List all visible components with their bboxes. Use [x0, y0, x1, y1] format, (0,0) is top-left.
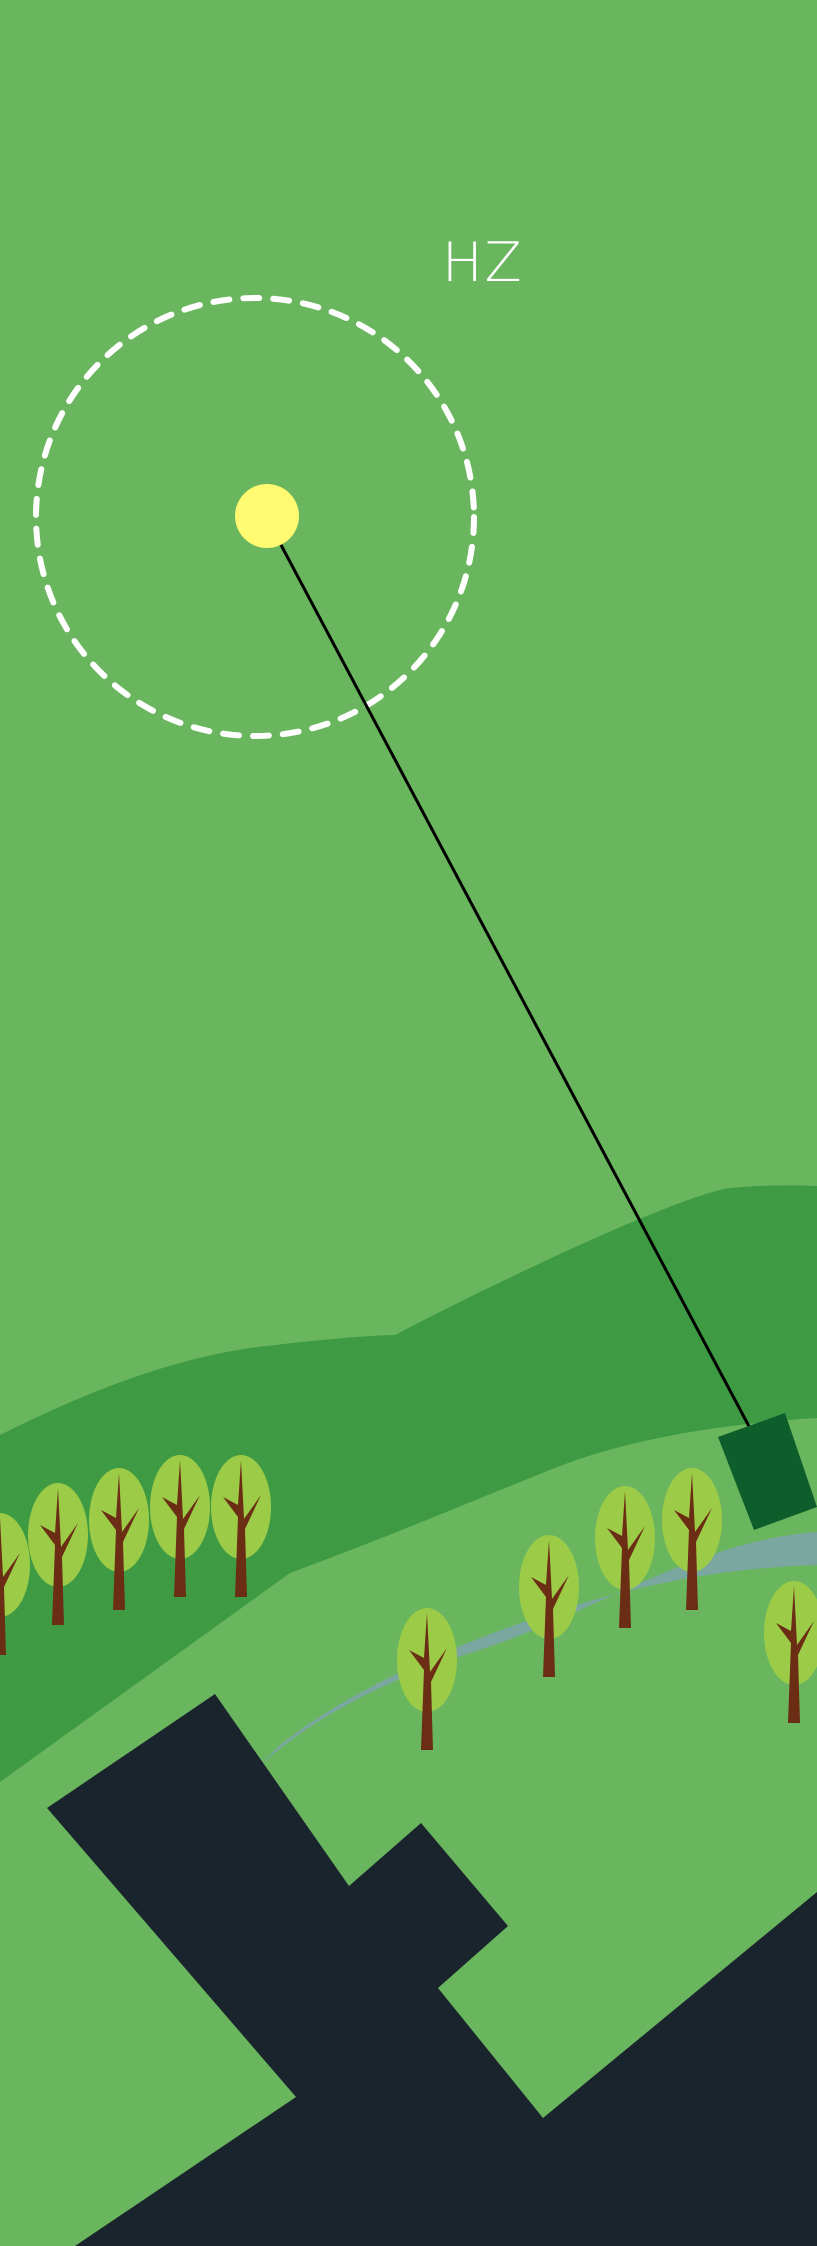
zone-label: HZ [442, 236, 524, 290]
sun-ball[interactable] [235, 484, 299, 548]
